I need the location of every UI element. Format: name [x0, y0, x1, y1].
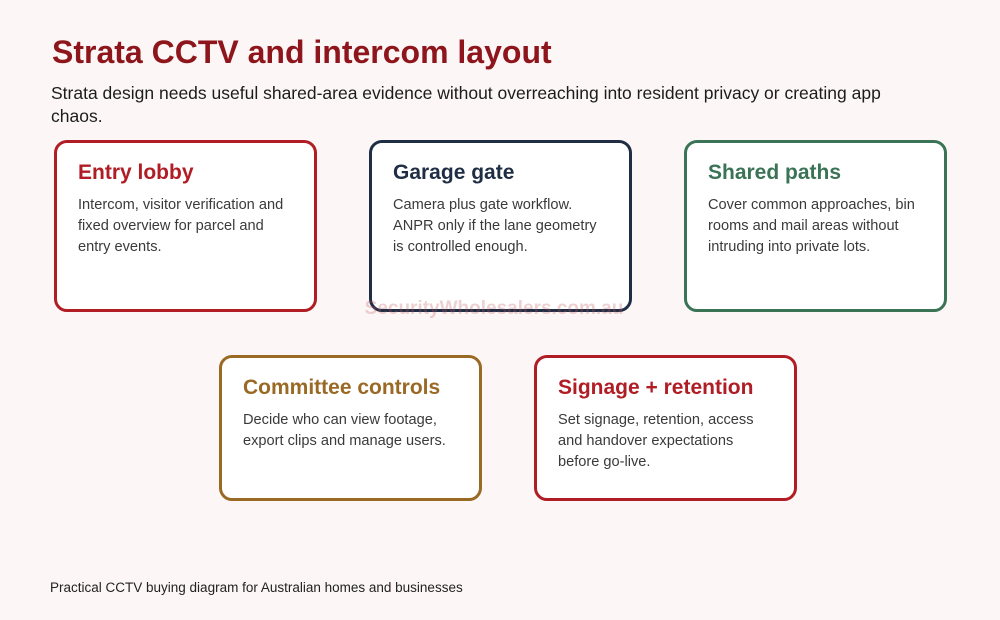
- card-description: Intercom, visitor verification and fixed…: [78, 197, 284, 255]
- card-title: Shared paths: [708, 161, 842, 184]
- page-title: Strata CCTV and intercom layout: [52, 34, 552, 70]
- card-title: Entry lobby: [78, 161, 194, 184]
- card-title: Signage + retention: [558, 376, 754, 399]
- card-description: Set signage, retention, access and hando…: [558, 412, 754, 470]
- card-description: Decide who can view footage, export clip…: [243, 412, 446, 449]
- card-title: Garage gate: [393, 161, 515, 184]
- card-entry-lobby: Entry lobby Intercom, visitor verificati…: [54, 140, 317, 312]
- card-description: Camera plus gate workflow. ANPR only if …: [393, 197, 597, 255]
- watermark: SecurityWholesalers.com.au: [364, 298, 624, 319]
- card-title: Committee controls: [243, 376, 441, 399]
- card-signage-retention: Signage + retention Set signage, retenti…: [534, 355, 797, 501]
- card-shared-paths: Shared paths Cover common approaches, bi…: [684, 140, 947, 312]
- card-committee-controls: Committee controls Decide who can view f…: [219, 355, 482, 501]
- page-subtitle: Strata design needs useful shared-area e…: [51, 83, 881, 126]
- card-description: Cover common approaches, bin rooms and m…: [708, 197, 915, 255]
- card-garage-gate: Garage gate Camera plus gate workflow. A…: [369, 140, 632, 312]
- footer-caption: Practical CCTV buying diagram for Austra…: [50, 580, 463, 595]
